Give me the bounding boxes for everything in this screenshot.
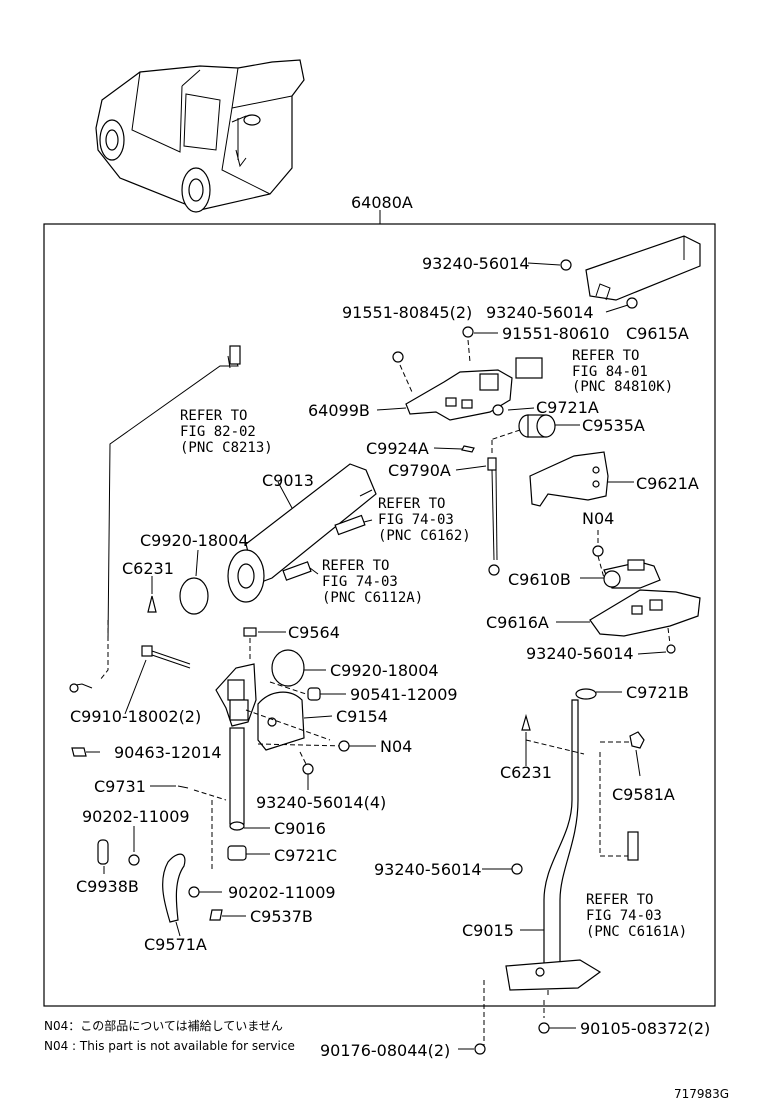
part-label-c6231: C6231 xyxy=(122,559,174,578)
part-label-c9721c: C9721C xyxy=(274,846,337,865)
bracket-64099b xyxy=(405,369,513,421)
svg-text:FIG 84-01: FIG 84-01 xyxy=(572,364,648,380)
svg-text:(PNC C8213): (PNC C8213) xyxy=(180,440,273,456)
part-label-93240-56014: 93240-56014 xyxy=(422,254,530,273)
part-label-n04: N04 xyxy=(380,737,412,756)
part-label-91551-80845: 91551-80845(2) xyxy=(342,303,472,322)
cable-c9790a xyxy=(487,457,500,576)
part-label-c9015: C9015 xyxy=(462,921,514,940)
reference-note-c8213: REFER TO FIG 82-02 (PNC C8213) xyxy=(180,408,273,456)
reference-note-c6162: REFER TO FIG 74-03 (PNC C6162) xyxy=(378,496,471,544)
part-label-c9537b: C9537B xyxy=(250,907,313,926)
part-label-64099b: 64099B xyxy=(308,401,370,420)
part-label-c9154: C9154 xyxy=(336,707,388,726)
reference-note-84810k: REFER TO FIG 84-01 (PNC 84810K) xyxy=(572,348,673,395)
svg-text:(PNC C6162): (PNC C6162) xyxy=(378,528,471,544)
svg-text:REFER TO: REFER TO xyxy=(572,348,639,364)
figure-id: 717983G xyxy=(674,1087,729,1101)
part-label-c9571a: C9571A xyxy=(144,935,207,954)
vehicle-illustration xyxy=(95,59,305,213)
part-label-c9920-18004: C9920-18004 xyxy=(330,661,439,680)
handle-c9571a xyxy=(162,853,186,923)
part-label-n04: N04 xyxy=(582,509,614,528)
part-label-c9721b: C9721B xyxy=(626,683,689,702)
part-label-c9581a: C9581A xyxy=(612,785,675,804)
part-label-c9721a: C9721A xyxy=(536,398,599,417)
part-label-93240-56014-4: 93240-56014(4) xyxy=(256,793,386,812)
tube-c9015 xyxy=(505,688,602,991)
svg-text:FIG 74-03: FIG 74-03 xyxy=(586,908,662,924)
note-japanese: N04：この部品については補給していません xyxy=(44,1018,283,1033)
reference-note-c6112a: REFER TO FIG 74-03 (PNC C6112A) xyxy=(322,558,423,606)
part-label-c9920-18004: C9920-18004 xyxy=(140,531,249,550)
part-label-c9731: C9731 xyxy=(94,777,146,796)
reference-note-c6161a: REFER TO FIG 74-03 (PNC C6161A) xyxy=(586,892,687,940)
part-label-c9938b: C9938B xyxy=(76,877,139,896)
plate-c9154 xyxy=(257,691,305,751)
part-label-90202-11009: 90202-11009 xyxy=(228,883,336,902)
part-label-90176-08044: 90176-08044(2) xyxy=(320,1041,450,1060)
motor-c9535a xyxy=(518,414,556,438)
part-label-90105-08372: 90105-08372(2) xyxy=(580,1019,710,1038)
svg-text:REFER TO: REFER TO xyxy=(378,496,445,512)
part-label-c9790a: C9790A xyxy=(388,461,451,480)
part-label-c9535a: C9535A xyxy=(582,416,645,435)
connector-icon xyxy=(515,357,543,379)
bracket-c9616a xyxy=(589,589,701,637)
note-english: N04 : This part is not available for ser… xyxy=(44,1039,295,1053)
cable-c8213 xyxy=(107,345,241,641)
svg-text:FIG 74-03: FIG 74-03 xyxy=(378,512,454,528)
part-label-93240-56014: 93240-56014 xyxy=(374,860,482,879)
part-label-c9016: C9016 xyxy=(274,819,326,838)
bracket-c9016 xyxy=(215,663,257,831)
winch-c9013 xyxy=(227,463,377,603)
part-label-c9615a: C9615A xyxy=(626,324,689,343)
assembly-number: 64080A xyxy=(351,193,413,212)
part-label-c9924a: C9924A xyxy=(366,439,429,458)
bushing-c9721c xyxy=(227,845,247,861)
part-label-c9621a: C9621A xyxy=(636,474,699,493)
plate-c9621a xyxy=(529,451,609,507)
svg-text:(PNC 84810K): (PNC 84810K) xyxy=(572,379,673,395)
svg-text:REFER TO: REFER TO xyxy=(180,408,247,424)
svg-text:FIG 74-03: FIG 74-03 xyxy=(322,574,398,590)
part-label-93240-56014: 93240-56014 xyxy=(526,644,634,663)
part-label-c9564: C9564 xyxy=(288,623,340,642)
part-label-c6231: C6231 xyxy=(500,763,552,782)
part-label-91551-80610: 91551-80610 xyxy=(502,324,610,343)
washer-icon xyxy=(271,649,305,687)
part-label-90202-11009: 90202-11009 xyxy=(82,807,190,826)
svg-text:(PNC C6112A): (PNC C6112A) xyxy=(322,590,423,606)
cover-c9615a xyxy=(585,235,701,301)
svg-text:REFER TO: REFER TO xyxy=(322,558,389,574)
part-label-90463-12014: 90463-12014 xyxy=(114,743,222,762)
part-label-c9610b: C9610B xyxy=(508,570,571,589)
part-label-90541-12009: 90541-12009 xyxy=(350,685,458,704)
part-label-c9616a: C9616A xyxy=(486,613,549,632)
svg-text:FIG 82-02: FIG 82-02 xyxy=(180,424,256,440)
bolt-c9910 xyxy=(141,645,191,669)
svg-text:(PNC C6161A): (PNC C6161A) xyxy=(586,924,687,940)
part-label-c9910-18002: C9910-18002(2) xyxy=(70,707,201,726)
part-label-93240-56014: 93240-56014 xyxy=(486,303,594,322)
bolt-icon xyxy=(392,259,638,363)
svg-text:REFER TO: REFER TO xyxy=(586,892,653,908)
washer-icon xyxy=(179,577,209,615)
motor-c9610b xyxy=(603,559,661,589)
part-label-c9013: C9013 xyxy=(262,471,314,490)
